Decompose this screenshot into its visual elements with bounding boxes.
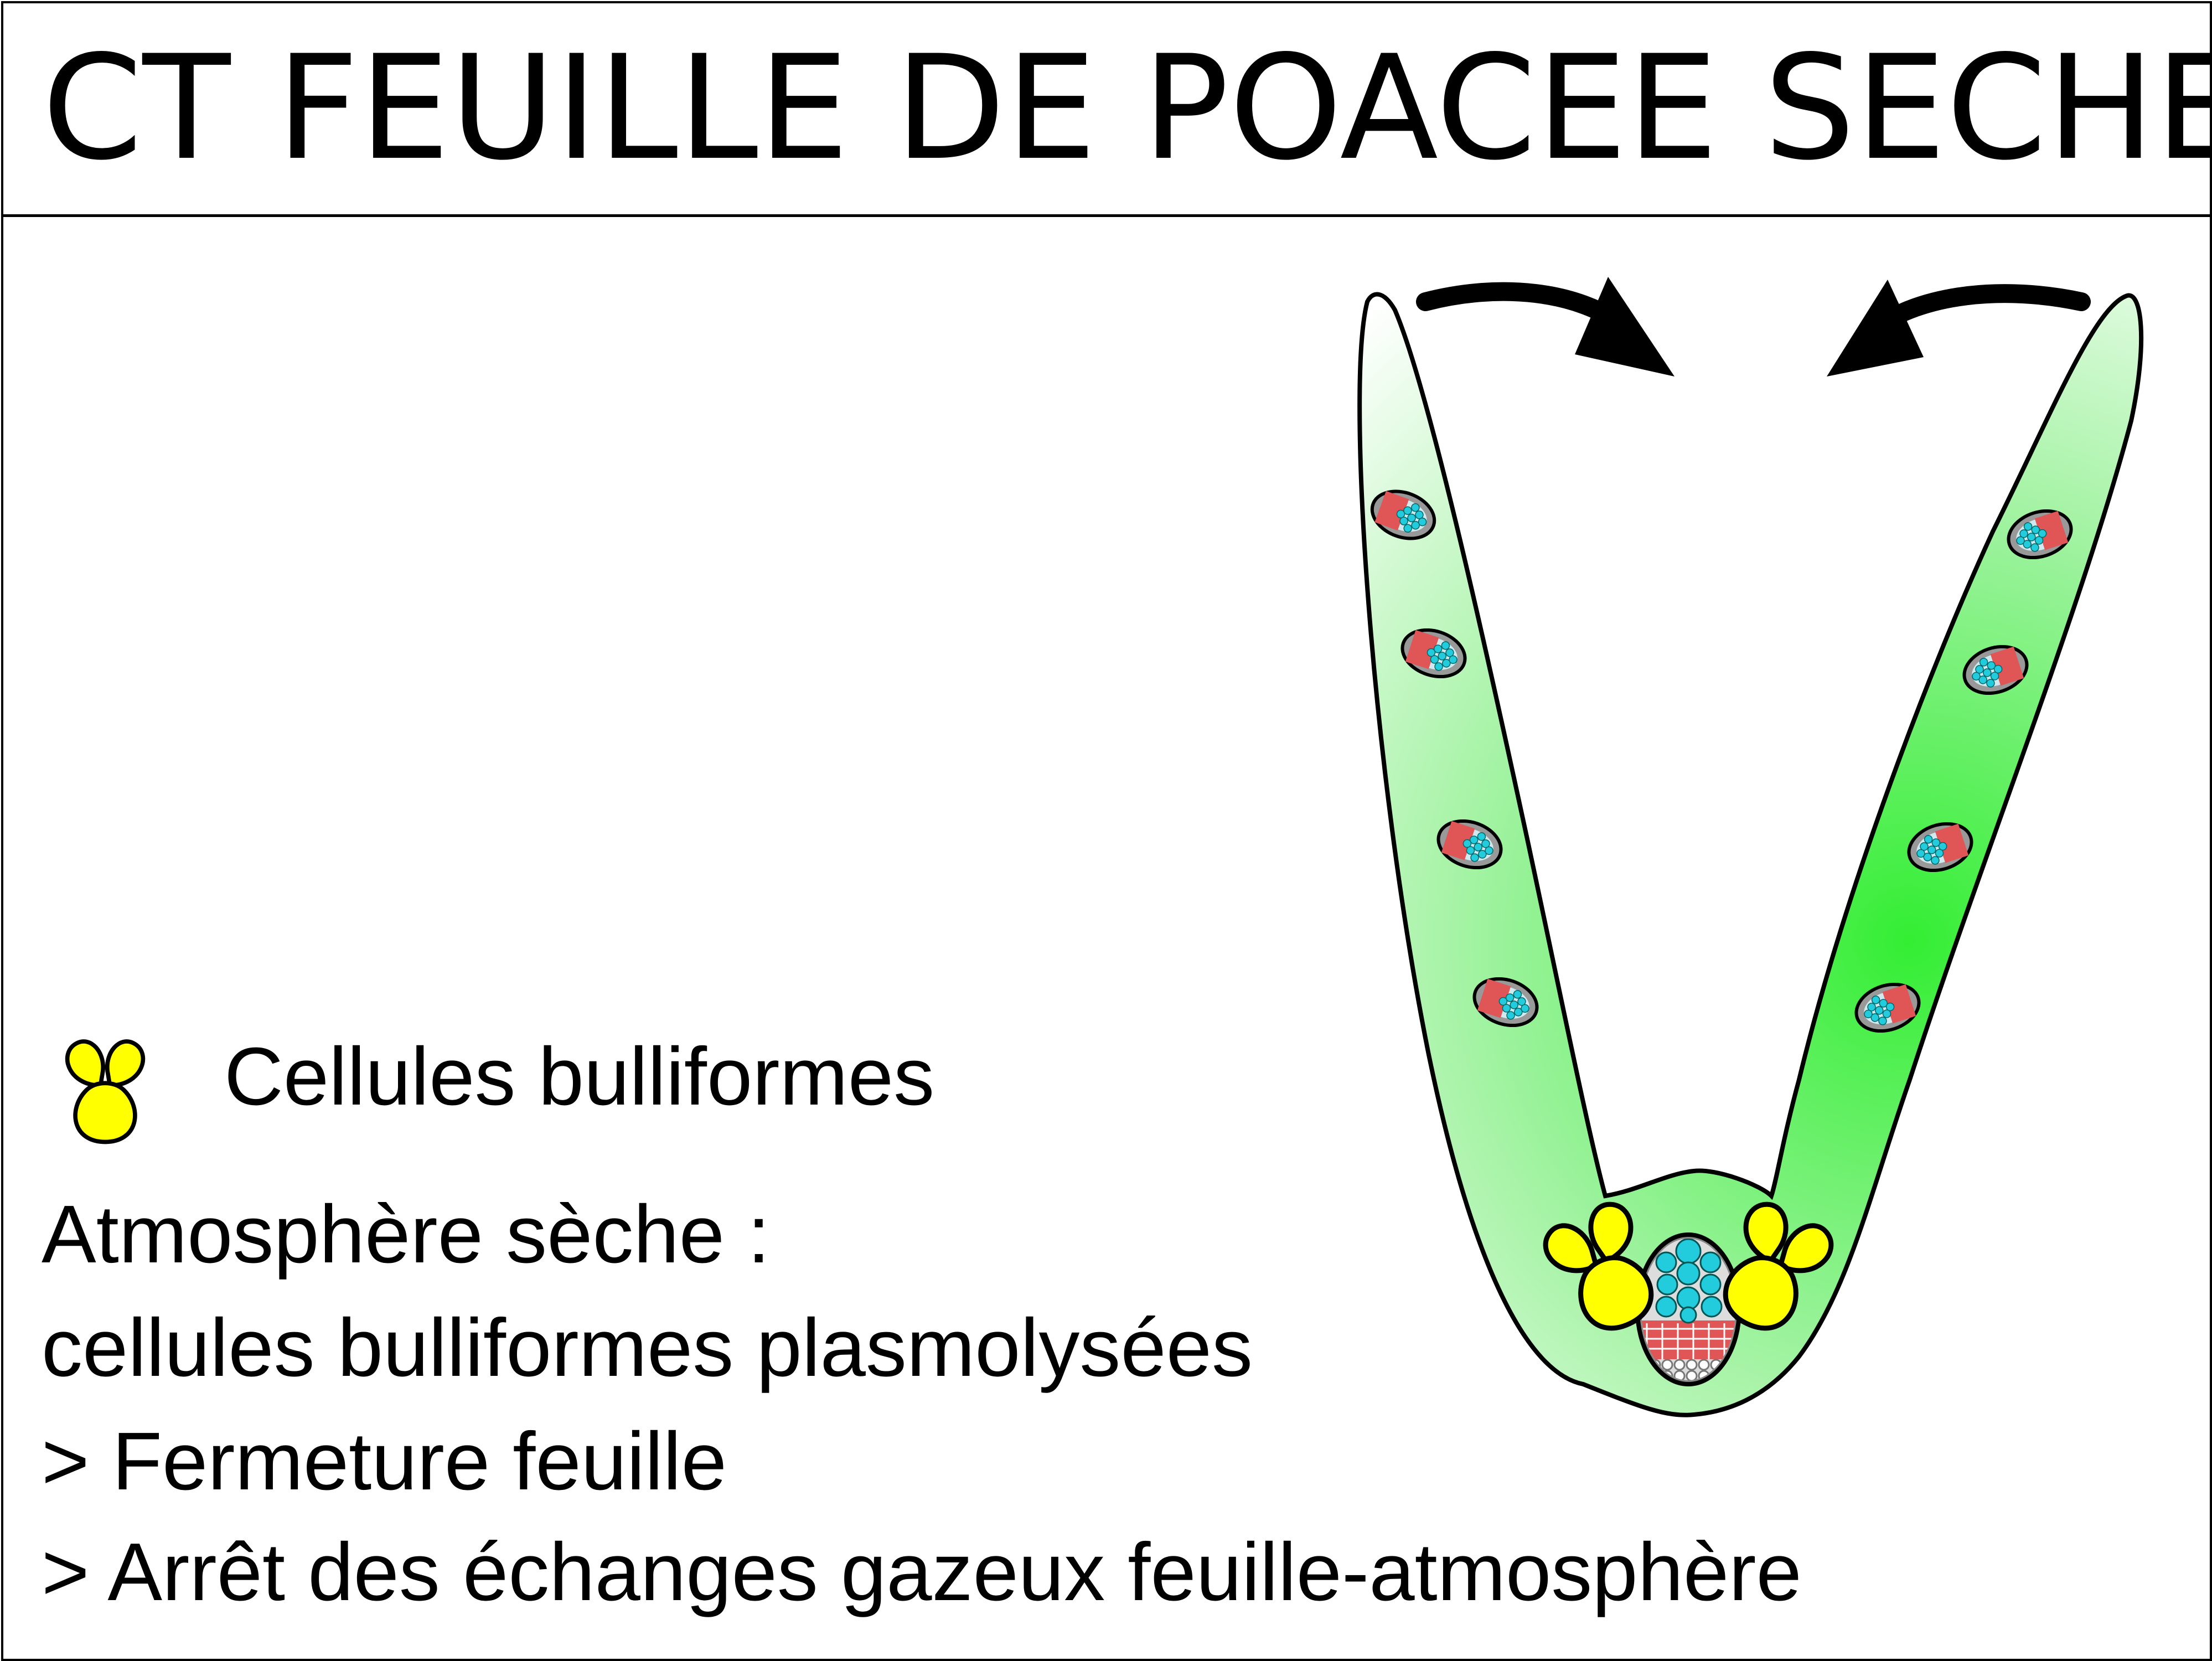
bulliform-cells-left [1543,1201,1654,1331]
note-line-1: Atmosphère sèche : [42,1189,771,1280]
note-line-4: > Arrêt des échanges gazeux feuille-atmo… [42,1526,1802,1618]
bulliform-cells-icon [65,1039,145,1144]
vascular-bundle [1907,822,1973,873]
vascular-bundle [1436,819,1503,870]
midrib-vascular-bundle [1635,1232,1741,1386]
bulliform-cells-right [1723,1201,1834,1331]
vascular-bundle [1962,644,2029,695]
vascular-bundle [2007,509,2073,560]
arrow-left-icon [1416,277,1674,376]
title-bar: CT FEUILLE DE POACEE SECHE [3,3,2212,217]
page-title: CT FEUILLE DE POACEE SECHE [42,25,2212,192]
vascular-bundle [1472,977,1539,1028]
vascular-bundle [1370,489,1436,540]
arrow-right-icon [1827,280,2091,376]
legend-label: Cellules bulliformes [224,1031,935,1122]
note-line-3: > Fermeture feuille [42,1416,727,1507]
vascular-bundle [1400,628,1467,679]
note-line-2: cellules bulliformes plasmolysées [42,1302,1253,1394]
leaf-blade [1357,292,2144,1417]
vascular-bundle [1854,982,1921,1033]
vascular-bundles [1370,489,2073,1033]
